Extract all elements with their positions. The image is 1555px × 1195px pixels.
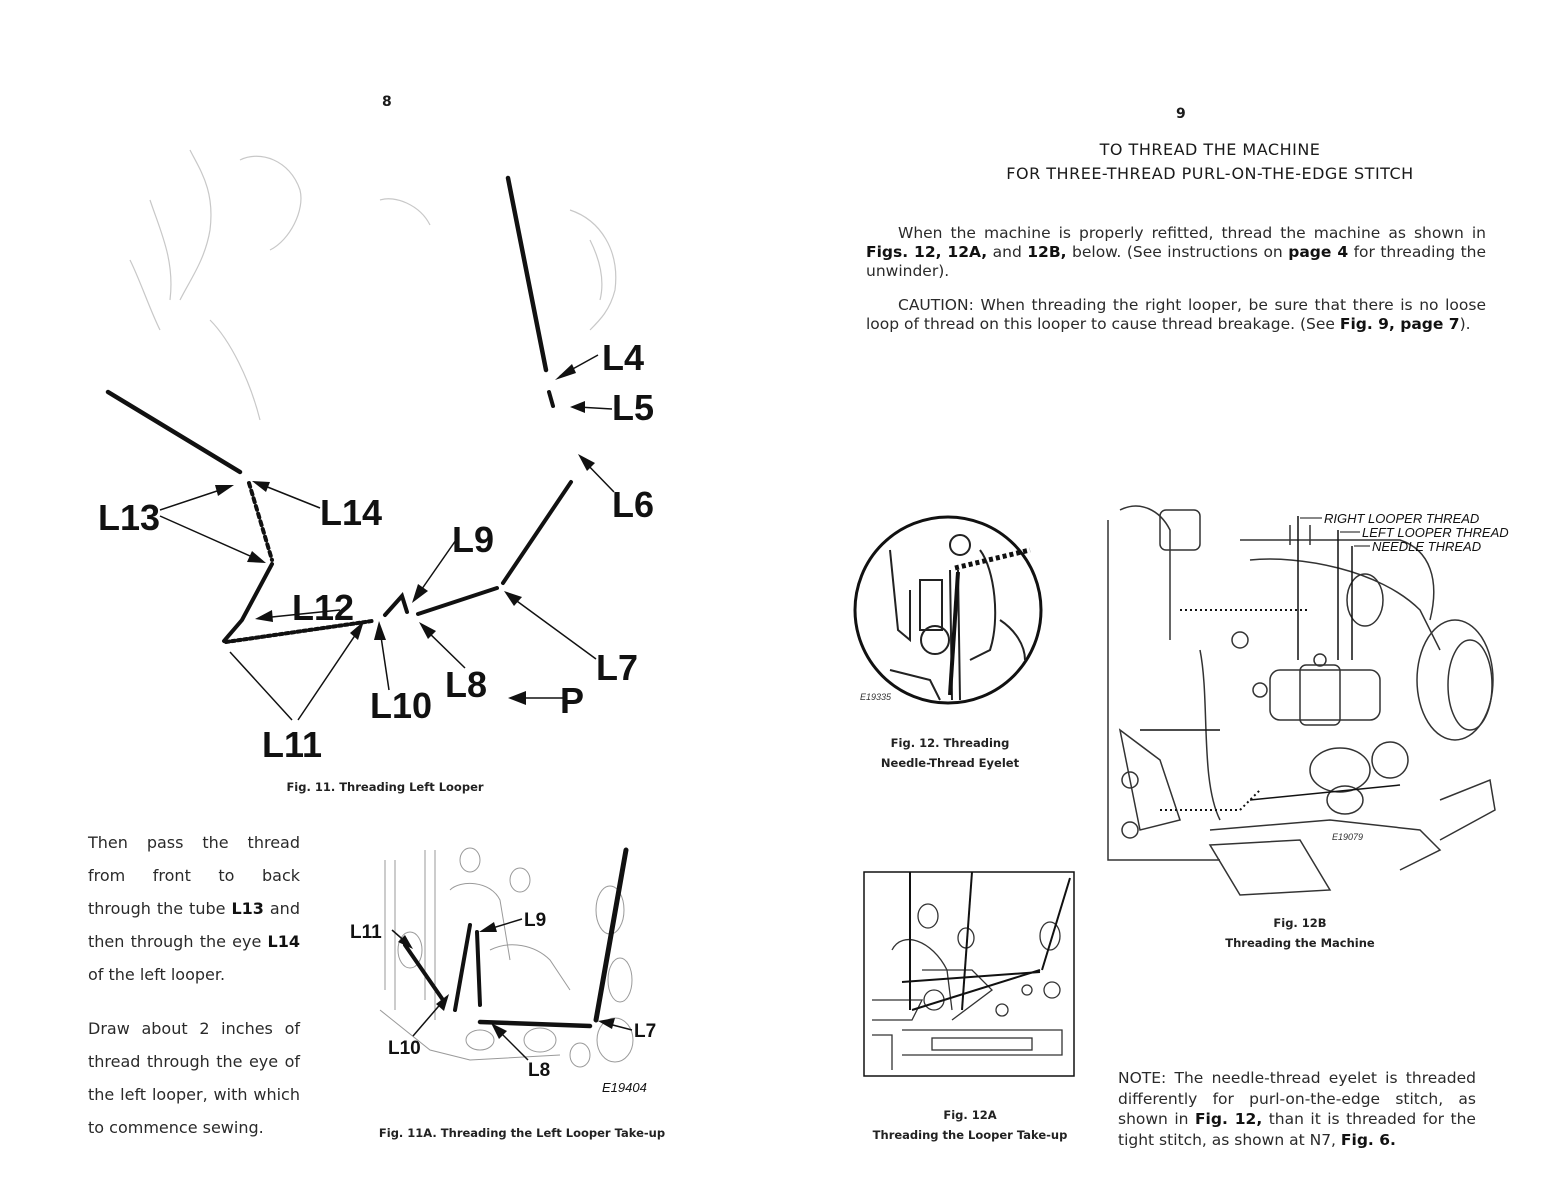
left-paragraph-2: Draw about 2 inches of thread through th… — [88, 1019, 300, 1137]
fig11-label-l8: L8 — [445, 664, 487, 705]
right-paragraph-1: When the machine is properly refitted, t… — [866, 224, 1486, 281]
left-paragraph-1: Then pass the thread from front to back … — [88, 826, 300, 991]
fig11-label-l6: L6 — [612, 484, 654, 525]
note-t1: The needle-thread eyelet is threaded dif… — [1118, 1069, 1476, 1128]
fig12a-sketch — [872, 903, 1063, 1070]
note-label: NOTE: — [1118, 1069, 1167, 1087]
fig11a-leaders — [391, 918, 633, 1061]
fig11-label-l9: L9 — [452, 519, 494, 560]
note-fig6: Fig. 6. — [1340, 1130, 1396, 1149]
caution-t2: ). — [1459, 315, 1471, 333]
page-number-right: 9 — [1176, 106, 1186, 122]
para1-ref-l13: L13 — [231, 899, 264, 918]
note-fig12: Fig. 12, — [1194, 1110, 1263, 1128]
p1-t1: When the machine is properly refitted, t… — [898, 224, 1486, 242]
fig11-faint-machine — [129, 149, 617, 421]
note-t2: than it is threaded for the tight stitch… — [1118, 1110, 1476, 1149]
fig12-caption-1: Fig. 12. Threading — [890, 736, 1010, 750]
fig12-diagram: E19335 — [853, 515, 1043, 705]
fig11-label-l7: L7 — [596, 647, 638, 688]
para1-text-a: Then pass the thread from front to back … — [88, 833, 300, 918]
fig11a-label-l9: L9 — [524, 910, 546, 931]
para1-ref-l14: L14 — [267, 932, 300, 951]
fig11-thread-path — [105, 175, 573, 644]
fig12a-threads — [901, 871, 1071, 1011]
fig12b-label-arrows — [1300, 517, 1370, 547]
page-number-left: 8 — [382, 94, 392, 110]
fig12b-caption-2: Threading the Machine — [1225, 936, 1375, 950]
fig11a-label-l10: L10 — [388, 1038, 421, 1059]
fig12b-label-left-looper: LEFT LOOPER THREAD — [1362, 525, 1509, 540]
fig12-caption-2: Needle-Thread Eyelet — [880, 756, 1020, 770]
p1-page4: page 4 — [1288, 243, 1349, 261]
fig11-label-l10: L10 — [370, 685, 432, 726]
fig11a-label-l8: L8 — [528, 1060, 550, 1081]
fig11-label-l14: L14 — [320, 492, 382, 533]
fig11a-label-l11: L11 — [350, 922, 382, 943]
caution-fig: Fig. 9, page 7 — [1339, 315, 1460, 333]
p1-fig12b: 12B, — [1027, 243, 1067, 261]
fig11-label-l12: L12 — [292, 587, 354, 628]
caution-t1: When threading the right looper, be sure… — [866, 296, 1486, 333]
para1-text-b: and then through the eye — [88, 899, 300, 951]
fig11a-thread — [403, 847, 629, 1029]
fig12b-label-right-looper: RIGHT LOOPER THREAD — [1324, 511, 1479, 526]
p1-t4: for threading the unwinder). — [866, 243, 1487, 280]
note-paragraph: NOTE: The needle-thread eyelet is thread… — [1118, 1068, 1476, 1150]
fig12b-machine-sketch — [1107, 505, 1496, 896]
fig12b-caption-1: Fig. 12B — [1273, 916, 1327, 930]
para1-text-c: of the left looper. — [88, 965, 226, 984]
fig12b-diagram: RIGHT LOOPER THREAD LEFT LOOPER THREAD N… — [1107, 505, 1509, 896]
fig11a-caption: Fig. 11A. Threading the Left Looper Take… — [378, 1126, 666, 1140]
p1-t3: below. (See instructions on — [1072, 243, 1283, 261]
fig11-leaders — [159, 354, 615, 721]
fig11a-diagram: L11 L9 L7 L10 L8 E19404 — [350, 847, 656, 1095]
caution-label: CAUTION: — [898, 296, 974, 314]
page-heading-line1: TO THREAD THE MACHINE — [1099, 140, 1321, 159]
fig11-label-p: P — [560, 680, 584, 721]
fig12a-caption-2: Threading the Looper Take-up — [872, 1128, 1068, 1142]
fig12b-threads — [1140, 516, 1401, 811]
fig11-label-l11: L11 — [262, 724, 322, 765]
fig11a-code: E19404 — [602, 1080, 647, 1095]
fig11a-machine-sketch — [379, 847, 634, 1068]
fig12b-code: E19079 — [1332, 832, 1363, 842]
page-heading-line2: FOR THREE-THREAD PURL-ON-THE-EDGE STITCH — [1006, 164, 1414, 183]
fig11-label-l13: L13 — [98, 497, 160, 538]
p1-t2: and — [992, 243, 1022, 261]
fig12b-label-needle: NEEDLE THREAD — [1372, 539, 1481, 554]
fig11-label-l5: L5 — [612, 387, 654, 428]
fig12-code: E19335 — [860, 692, 892, 702]
fig11a-label-l7: L7 — [634, 1021, 656, 1042]
fig11-label-l4: L4 — [602, 337, 644, 378]
caution-paragraph: CAUTION: When threading the right looper… — [866, 296, 1486, 334]
fig11-diagram: L4 L5 L6 L9 L12 L13 L14 L7 L8 P L10 L11 — [98, 149, 654, 765]
fig12a-diagram — [863, 871, 1075, 1077]
fig12a-caption-1: Fig. 12A — [943, 1108, 997, 1122]
fig11-caption: Fig. 11. Threading Left Looper — [286, 780, 484, 794]
p1-figs: Figs. 12, 12A, — [866, 243, 988, 261]
